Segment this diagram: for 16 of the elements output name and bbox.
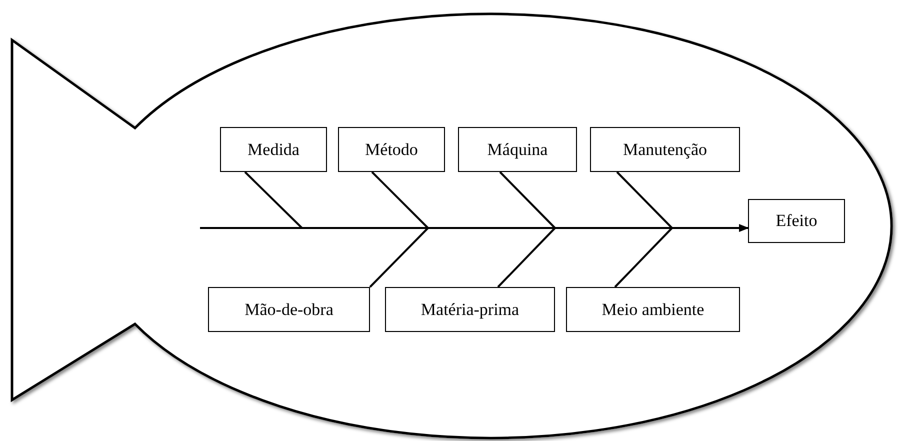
rib-line [616,171,673,229]
rib-line [244,171,303,229]
rib-line [371,171,429,229]
cause-box: Máquina [458,127,577,172]
cause-box: Meio ambiente [566,287,740,332]
cause-box: Método [338,127,445,172]
cause-box: Matéria-prima [385,287,555,332]
cause-box: Mão-de-obra [208,287,370,332]
cause-box: Medida [220,127,327,172]
rib-line [369,227,429,288]
effect-box: Efeito [748,199,845,243]
rib-line [497,227,556,288]
rib-line [499,171,556,229]
spine-arrow [200,224,749,232]
cause-box: Manutenção [590,127,740,172]
rib-line [614,227,673,288]
